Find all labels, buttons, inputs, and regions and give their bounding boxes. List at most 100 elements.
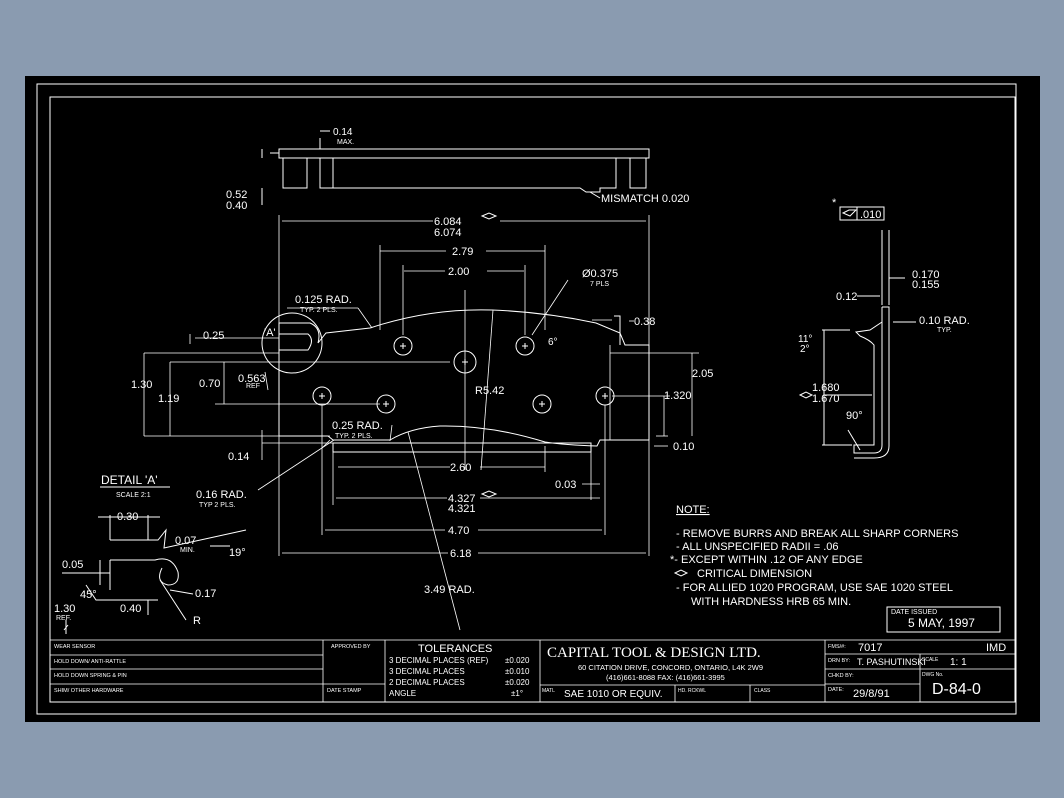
- dim-1-19: 1.19: [158, 393, 179, 405]
- hole-count: 7 PLS: [590, 281, 609, 288]
- tb-dwg-value: D-84-0: [932, 681, 981, 698]
- tb-date-value: 29/8/91: [853, 688, 890, 700]
- rad-0-25-note: TYP. 2 PLS.: [335, 433, 373, 440]
- tb-tol-label-1: 3 DECIMAL PLACES (REF): [389, 656, 489, 665]
- tb-material: SAE 1010 OR EQUIV.: [564, 689, 663, 700]
- top-dim-height-max: 0.52: [226, 189, 247, 201]
- dim-overall-width-max: 6.084: [434, 216, 462, 228]
- tb-tol-value-1: ±0.020: [505, 656, 530, 665]
- note-line-2: - ALL UNSPECIFIED RADII = .06: [676, 541, 839, 553]
- drawing-sheet: 0.14 MAX. 0.52 0.40 MISMATCH 0.020: [36, 83, 1017, 715]
- detail-dim-0-30: 0.30: [117, 511, 138, 523]
- tb-tol-value-3: ±0.020: [505, 678, 530, 687]
- dim-overall-width-min: 6.074: [434, 227, 462, 239]
- top-mismatch: MISMATCH 0.020: [601, 193, 689, 205]
- plan-dimension-lines: [143, 215, 699, 631]
- dim-4-321: 4.321: [448, 503, 476, 515]
- tb-tolerances-title: TOLERANCES: [418, 643, 492, 655]
- tb-fms-label: FMS/#:: [828, 644, 846, 650]
- tb-dwg-label: DWG No.: [922, 672, 943, 678]
- tb-date-stamp: DATE STAMP: [327, 688, 362, 694]
- dim-2-60: 2.60: [450, 462, 471, 474]
- detail-angle-19: 19°: [229, 547, 246, 559]
- side-rad-0-10: 0.10 RAD.: [919, 315, 970, 327]
- note-critical-diamond: [673, 569, 689, 577]
- tb-row-spring-pin: HOLD DOWN SPRING & PIN: [54, 673, 127, 679]
- detail-dim-0-40: 0.40: [120, 603, 141, 615]
- critical-dim-marker: [480, 212, 498, 220]
- note-line-1: - REMOVE BURRS AND BREAK ALL SHARP CORNE…: [676, 528, 958, 540]
- tb-phone: (416)661-8088 FAX: (416)661-3995: [606, 673, 725, 682]
- dim-0-03: 0.03: [555, 479, 576, 491]
- tb-approved-by: APPROVED BY: [331, 644, 371, 650]
- dim-0-25: 0.25: [203, 330, 224, 342]
- title-block-lines: [50, 639, 1015, 702]
- tb-date-label: DATE:: [828, 687, 844, 693]
- tb-matl-label: MATL: [542, 688, 555, 694]
- tb-scale-label: SCALE: [922, 657, 939, 663]
- dim-0-14: 0.14: [228, 451, 249, 463]
- cad-viewport[interactable]: 0.14 MAX. 0.52 0.40 MISMATCH 0.020: [25, 76, 1040, 722]
- tb-chkd-label: CHKD BY:: [828, 673, 854, 679]
- detail-r-label: R: [193, 615, 201, 627]
- date-issued-box: [886, 606, 1001, 633]
- dim-hole-spacing-a: 2.79: [452, 246, 473, 258]
- plan-view-outline: [278, 309, 650, 453]
- inner-border: [49, 96, 1016, 703]
- rad-0-16-note: TYP 2 PLS.: [199, 502, 236, 509]
- side-dim-1-670: 1.670: [812, 393, 840, 405]
- note-line-6: WITH HARDNESS HRB 65 MIN.: [691, 596, 851, 608]
- dim-1-30: 1.30: [131, 379, 152, 391]
- note-line-4: CRITICAL DIMENSION: [697, 568, 812, 580]
- detail-a-ref: 'A': [264, 327, 276, 339]
- corner-rad: 0.125 RAD.: [295, 294, 352, 306]
- top-view: [261, 130, 650, 205]
- dim-6-18: 6.18: [450, 548, 471, 560]
- tb-tol-label-2: 3 DECIMAL PLACES: [389, 667, 465, 676]
- tb-tol-label-3: 2 DECIMAL PLACES: [389, 678, 465, 687]
- tb-hardness-label: HD. RCKWL: [678, 688, 706, 694]
- rad-3-49: 3.49 RAD.: [424, 584, 475, 596]
- tb-company-name: CAPITAL TOOL & DESIGN LTD.: [547, 645, 761, 661]
- dim-0-10: 0.10: [673, 441, 694, 453]
- tb-row-wear-sensor: WEAR SENSOR: [54, 644, 95, 650]
- notes-heading: NOTE:: [676, 504, 710, 516]
- rad-0-16: 0.16 RAD.: [196, 489, 247, 501]
- critical-dim-marker-2: [480, 490, 498, 498]
- dim-0-70: 0.70: [199, 378, 220, 390]
- tb-row-shim: SHIM/ OTHER HARDWARE: [54, 688, 124, 694]
- top-dim-thickness: 0.14: [333, 127, 353, 138]
- tb-drn-label: DRN BY:: [828, 658, 850, 664]
- detail-a-scale: SCALE 2:1: [116, 492, 151, 499]
- detail-dim-0-05: 0.05: [62, 559, 83, 571]
- side-rad-0-10-note: TYP.: [937, 327, 952, 334]
- side-dim-0-170: 0.170: [912, 269, 940, 281]
- tb-drn-value: T. PASHUTINSKI: [857, 657, 926, 667]
- date-issued-value: 5 MAY, 1997: [908, 616, 975, 630]
- detail-dim-0-07-note: MIN.: [180, 547, 195, 554]
- flatness-star: *: [832, 197, 837, 209]
- tb-address: 60 CITATION DRIVE, CONCORD, ONTARIO, L4K…: [578, 663, 763, 672]
- detail-dim-0-07: 0.07: [175, 535, 196, 547]
- rad-0-25: 0.25 RAD.: [332, 420, 383, 432]
- side-angle-90: 90°: [846, 410, 863, 422]
- radius-main: R5.42: [475, 385, 504, 397]
- detail-dim-1-30-note: REF.: [56, 615, 71, 622]
- dim-hole-spacing-b: 2.00: [448, 266, 469, 278]
- mounting-holes: [261, 312, 615, 414]
- detail-dim-0-17: 0.17: [195, 588, 216, 600]
- tb-row-hold-down: HOLD DOWN/ ANTI-RATTLE: [54, 659, 126, 665]
- tb-fms-value: 7017: [858, 642, 882, 654]
- dim-0-563-note: REF: [246, 383, 260, 390]
- top-dim-height-min: 0.40: [226, 200, 247, 212]
- tb-scale-value: 1: 1: [950, 657, 967, 668]
- hole-diameter: Ø0.375: [582, 268, 618, 280]
- date-issued-label: DATE ISSUED: [891, 609, 937, 616]
- detail-dim-1-30: 1.30: [54, 603, 75, 615]
- side-dim-0-12: 0.12: [836, 291, 857, 303]
- outer-border: [36, 83, 1017, 715]
- dim-2-05: 2.05: [692, 368, 713, 380]
- side-view: [798, 206, 916, 459]
- side-dim-1-680: 1.680: [812, 382, 840, 394]
- angle-6: 6°: [548, 337, 558, 348]
